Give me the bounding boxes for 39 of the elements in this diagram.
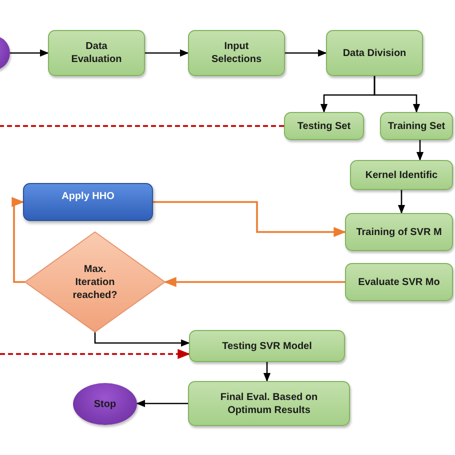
node-label: Data Evaluation xyxy=(70,40,123,66)
arrow xyxy=(398,190,406,214)
arrow xyxy=(94,332,190,347)
process-box xyxy=(284,112,364,140)
arrow xyxy=(416,140,424,161)
process-box xyxy=(345,263,453,301)
arrow xyxy=(136,400,188,408)
stop-terminal xyxy=(73,383,137,425)
dashed-arrow xyxy=(0,348,190,360)
node-label: Testing SVR Model xyxy=(221,340,313,352)
process-box xyxy=(326,30,423,76)
arrow xyxy=(285,49,327,57)
process-box xyxy=(188,381,350,426)
process-box xyxy=(380,112,453,140)
decision-diamond xyxy=(25,232,165,332)
process-box xyxy=(345,213,453,251)
node-label: Evaluate SVR Mo xyxy=(357,276,441,288)
arrow xyxy=(10,49,49,57)
process-box xyxy=(350,160,453,190)
node-label: Input Selections xyxy=(210,40,263,66)
node-label: Data Division xyxy=(342,46,408,60)
node-label: Final Eval. Based on Optimum Results xyxy=(219,390,319,416)
process-box xyxy=(189,330,345,362)
node-label: Stop xyxy=(92,398,118,410)
arrow xyxy=(153,201,346,238)
action-box xyxy=(23,183,153,221)
node-label: Apply HHO xyxy=(60,190,116,203)
process-box xyxy=(188,30,285,76)
process-box xyxy=(48,30,145,76)
arrow xyxy=(12,196,25,283)
arrow xyxy=(164,276,345,288)
node-label: Kernel Identific xyxy=(364,168,439,182)
node-label: Testing Set xyxy=(296,120,352,132)
node-label: Max. Iteration reached? xyxy=(72,262,118,302)
arrow xyxy=(374,76,420,113)
arrow xyxy=(145,49,189,57)
node-label: Training Set xyxy=(386,120,446,132)
node-label: Training of SVR M xyxy=(355,226,443,238)
arrow xyxy=(263,362,271,382)
